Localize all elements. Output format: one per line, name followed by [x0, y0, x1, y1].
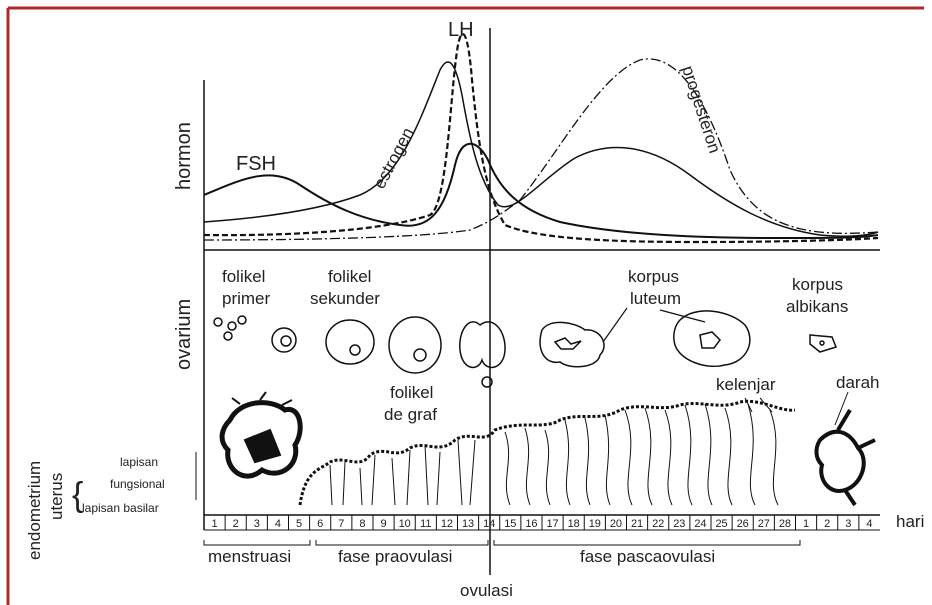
primary-follicles	[214, 316, 246, 340]
day-label: 2	[233, 518, 239, 530]
day-label: 4	[866, 518, 872, 530]
day-label: 9	[381, 518, 387, 530]
corpus-luteum-2	[674, 311, 750, 366]
day-label: 25	[715, 518, 727, 530]
day-label: 1	[212, 518, 218, 530]
ovarium-axis-label: ovarium	[173, 299, 195, 370]
day-label: 15	[504, 518, 516, 530]
phase-brackets	[204, 540, 800, 545]
day-label: 8	[359, 518, 365, 530]
day-label: 1	[803, 518, 809, 530]
day-label: 2	[824, 518, 830, 530]
pascaovulasi-label: fase pascaovulasi	[580, 547, 715, 566]
endometrium-surface	[300, 401, 795, 505]
darah-label: darah	[836, 373, 879, 392]
ovulating-follicle	[460, 322, 505, 387]
korpus-albikans-label-1: korpus	[792, 275, 843, 294]
day-label: 12	[441, 518, 453, 530]
day-label: 27	[758, 518, 770, 530]
day-label: 3	[845, 518, 851, 530]
folikel-sekunder-label-2: sekunder	[310, 289, 380, 308]
folikel-de-graf-label-2: de graf	[384, 405, 437, 424]
menstruasi-label: menstruasi	[208, 547, 291, 566]
day-label: 19	[589, 518, 601, 530]
hari-label: hari	[896, 512, 924, 531]
graafian-follicle	[389, 317, 441, 373]
korpus-albikans-label-2: albikans	[786, 297, 848, 316]
blood-vessels	[816, 410, 875, 505]
lh-label: LH	[448, 19, 474, 41]
corpus-luteum-1	[540, 322, 604, 366]
day-label: 11	[420, 518, 431, 530]
lapisan-label: lapisan	[120, 455, 158, 469]
day-label: 24	[694, 518, 706, 530]
day-label: 20	[610, 518, 622, 530]
ovulasi-label: ovulasi	[460, 581, 513, 600]
menstrual-shedding	[222, 392, 300, 476]
hormon-axis-label: hormon	[173, 122, 195, 190]
luteum-callout-1	[603, 308, 627, 342]
day-label: 6	[317, 518, 323, 530]
lapisan-basilar-label: lapisan basilar	[82, 501, 159, 515]
fsh-label: FSH	[236, 153, 276, 175]
day-label: 7	[338, 518, 344, 530]
endometrium-axis-label: endometrium	[25, 461, 44, 560]
day-label: 28	[779, 518, 791, 530]
day-label: 3	[254, 518, 260, 530]
korpus-luteum-label-2: luteum	[630, 289, 681, 308]
estrogen-label: estrogen	[370, 125, 418, 192]
uterus-axis-label: uterus	[47, 473, 66, 520]
corpus-albicans	[810, 335, 836, 352]
day-label: 14	[483, 518, 495, 530]
day-label: 21	[631, 518, 643, 530]
folikel-de-graf-label-1: folikel	[390, 383, 433, 402]
fungsional-label: fungsional	[110, 477, 165, 491]
estrogen-curve	[204, 62, 878, 236]
day-label: 5	[296, 518, 302, 530]
day-label: 17	[546, 518, 558, 530]
secondary-follicle-small	[272, 328, 296, 352]
day-label: 4	[275, 518, 281, 530]
lh-curve	[204, 34, 878, 242]
day-label: 23	[673, 518, 685, 530]
day-label: 16	[525, 518, 537, 530]
day-label: 10	[399, 518, 411, 530]
folikel-primer-label-1: folikel	[222, 267, 265, 286]
folikel-primer-label-2: primer	[222, 289, 271, 308]
day-label: 18	[568, 518, 580, 530]
praovulasi-label: fase praovulasi	[338, 547, 452, 566]
day-label: 22	[652, 518, 664, 530]
progesteron-label: progesteron	[678, 63, 724, 155]
progesteron-curve	[204, 59, 878, 240]
folikel-sekunder-label-1: folikel	[328, 267, 371, 286]
secondary-follicle-large	[326, 320, 374, 364]
kelenjar-label: kelenjar	[716, 375, 776, 394]
day-label: 13	[462, 518, 474, 530]
day-label: 26	[737, 518, 749, 530]
korpus-luteum-label-1: korpus	[628, 267, 679, 286]
